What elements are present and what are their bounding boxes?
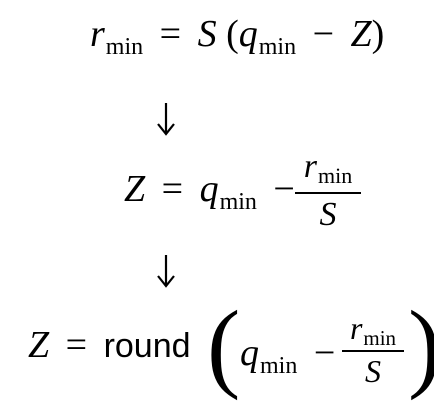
- min-subscript: min: [258, 34, 297, 60]
- min-subscript: min: [363, 326, 397, 350]
- round-function: round: [103, 327, 191, 365]
- fraction-numerator: rmin: [342, 310, 404, 349]
- z-symbol: Z: [28, 324, 50, 366]
- minus-sign: −: [273, 168, 295, 210]
- r-symbol: r: [90, 13, 105, 55]
- z-symbol: Z: [350, 13, 372, 55]
- min-subscript: min: [219, 189, 257, 215]
- z-symbol: Z: [124, 168, 146, 210]
- equals-sign: =: [161, 168, 184, 210]
- big-left-paren: (: [207, 290, 241, 401]
- fraction-bar: [295, 192, 361, 194]
- minus-sign: −: [313, 332, 336, 374]
- big-right-paren: ): [408, 296, 434, 396]
- s-symbol: S: [319, 196, 337, 233]
- minus-sign: −: [312, 13, 335, 55]
- min-subscript: min: [105, 34, 144, 60]
- min-subscript: min: [318, 163, 353, 188]
- equals-sign: =: [159, 13, 182, 55]
- q-symbol: q: [238, 13, 258, 55]
- left-paren: (: [226, 13, 239, 55]
- fraction-r-over-s: rmin S: [342, 312, 404, 387]
- s-symbol: S: [365, 353, 381, 389]
- min-subscript: min: [260, 353, 298, 379]
- equals-sign: =: [65, 324, 88, 366]
- fraction-bar: [342, 350, 404, 352]
- down-arrow-icon: [156, 254, 176, 288]
- fraction-r-over-s: rmin S: [295, 150, 361, 232]
- q-symbol: q: [199, 168, 219, 210]
- q-symbol: q: [240, 332, 259, 374]
- down-arrow-icon: [156, 102, 176, 136]
- equation-3-inner: qmin −: [240, 332, 342, 378]
- r-symbol: r: [303, 148, 317, 185]
- equation-2: Z = qmin −: [124, 168, 302, 214]
- r-symbol: r: [349, 310, 363, 346]
- equation-3: Z = round: [28, 326, 191, 364]
- equation-1: rmin = S (qmin − Z): [90, 13, 385, 59]
- fraction-numerator: rmin: [295, 148, 361, 187]
- s-symbol: S: [197, 13, 217, 55]
- right-paren: ): [371, 13, 385, 55]
